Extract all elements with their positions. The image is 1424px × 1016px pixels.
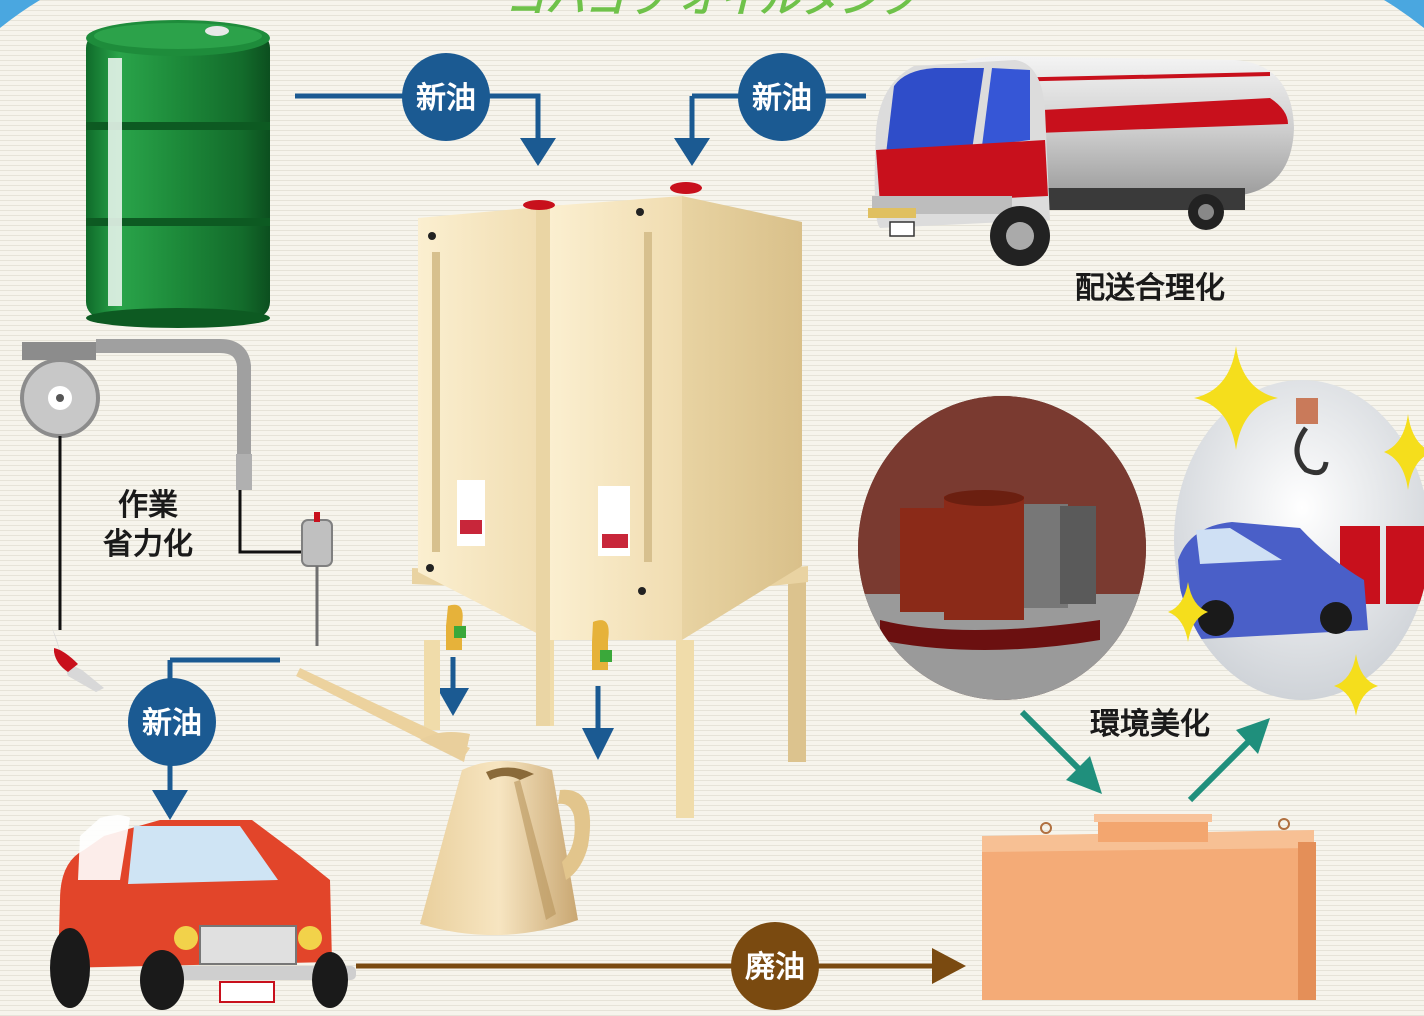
page-title: コハヨウ オイルタンク <box>505 0 922 22</box>
new-oil-badge-1: 新油 <box>402 53 490 141</box>
waste-oil-badge: 廃油 <box>731 922 819 1010</box>
new-oil-label-1: 新油 <box>416 81 476 116</box>
flow-arrows-environment <box>1019 709 1270 803</box>
delivery-label: 配送合理化 <box>1075 271 1225 306</box>
new-oil-badge-2: 新油 <box>738 53 826 141</box>
flow-arrow-waste-oil <box>356 948 966 984</box>
oil-tank-illustration <box>412 182 808 818</box>
red-car-illustration <box>50 815 356 1010</box>
flow-arrows-new-oil <box>167 93 866 790</box>
clean-workshop-illustration <box>1174 380 1424 700</box>
new-oil-badge-3: 新油 <box>128 678 216 766</box>
oil-drum-illustration <box>86 20 270 328</box>
labor-saving-label-2: 省力化 <box>103 527 193 562</box>
corner-accent-right <box>1384 0 1424 28</box>
tank-truck-illustration <box>868 56 1294 266</box>
corner-accent-left <box>0 0 40 28</box>
sparkle-icons <box>1168 346 1424 716</box>
new-oil-label-3: 新油 <box>142 706 202 741</box>
new-oil-label-2: 新油 <box>752 81 812 116</box>
hose-reel-illustration <box>20 339 333 692</box>
labor-saving-label-1: 作業 <box>118 488 178 523</box>
arrowheads-new-oil <box>152 138 710 820</box>
environment-label: 環境美化 <box>1090 707 1210 742</box>
oil-can-illustration <box>296 668 591 936</box>
waste-oil-box-illustration <box>982 814 1316 1000</box>
dirty-workshop-illustration <box>858 396 1146 700</box>
waste-oil-label: 廃油 <box>745 950 805 985</box>
